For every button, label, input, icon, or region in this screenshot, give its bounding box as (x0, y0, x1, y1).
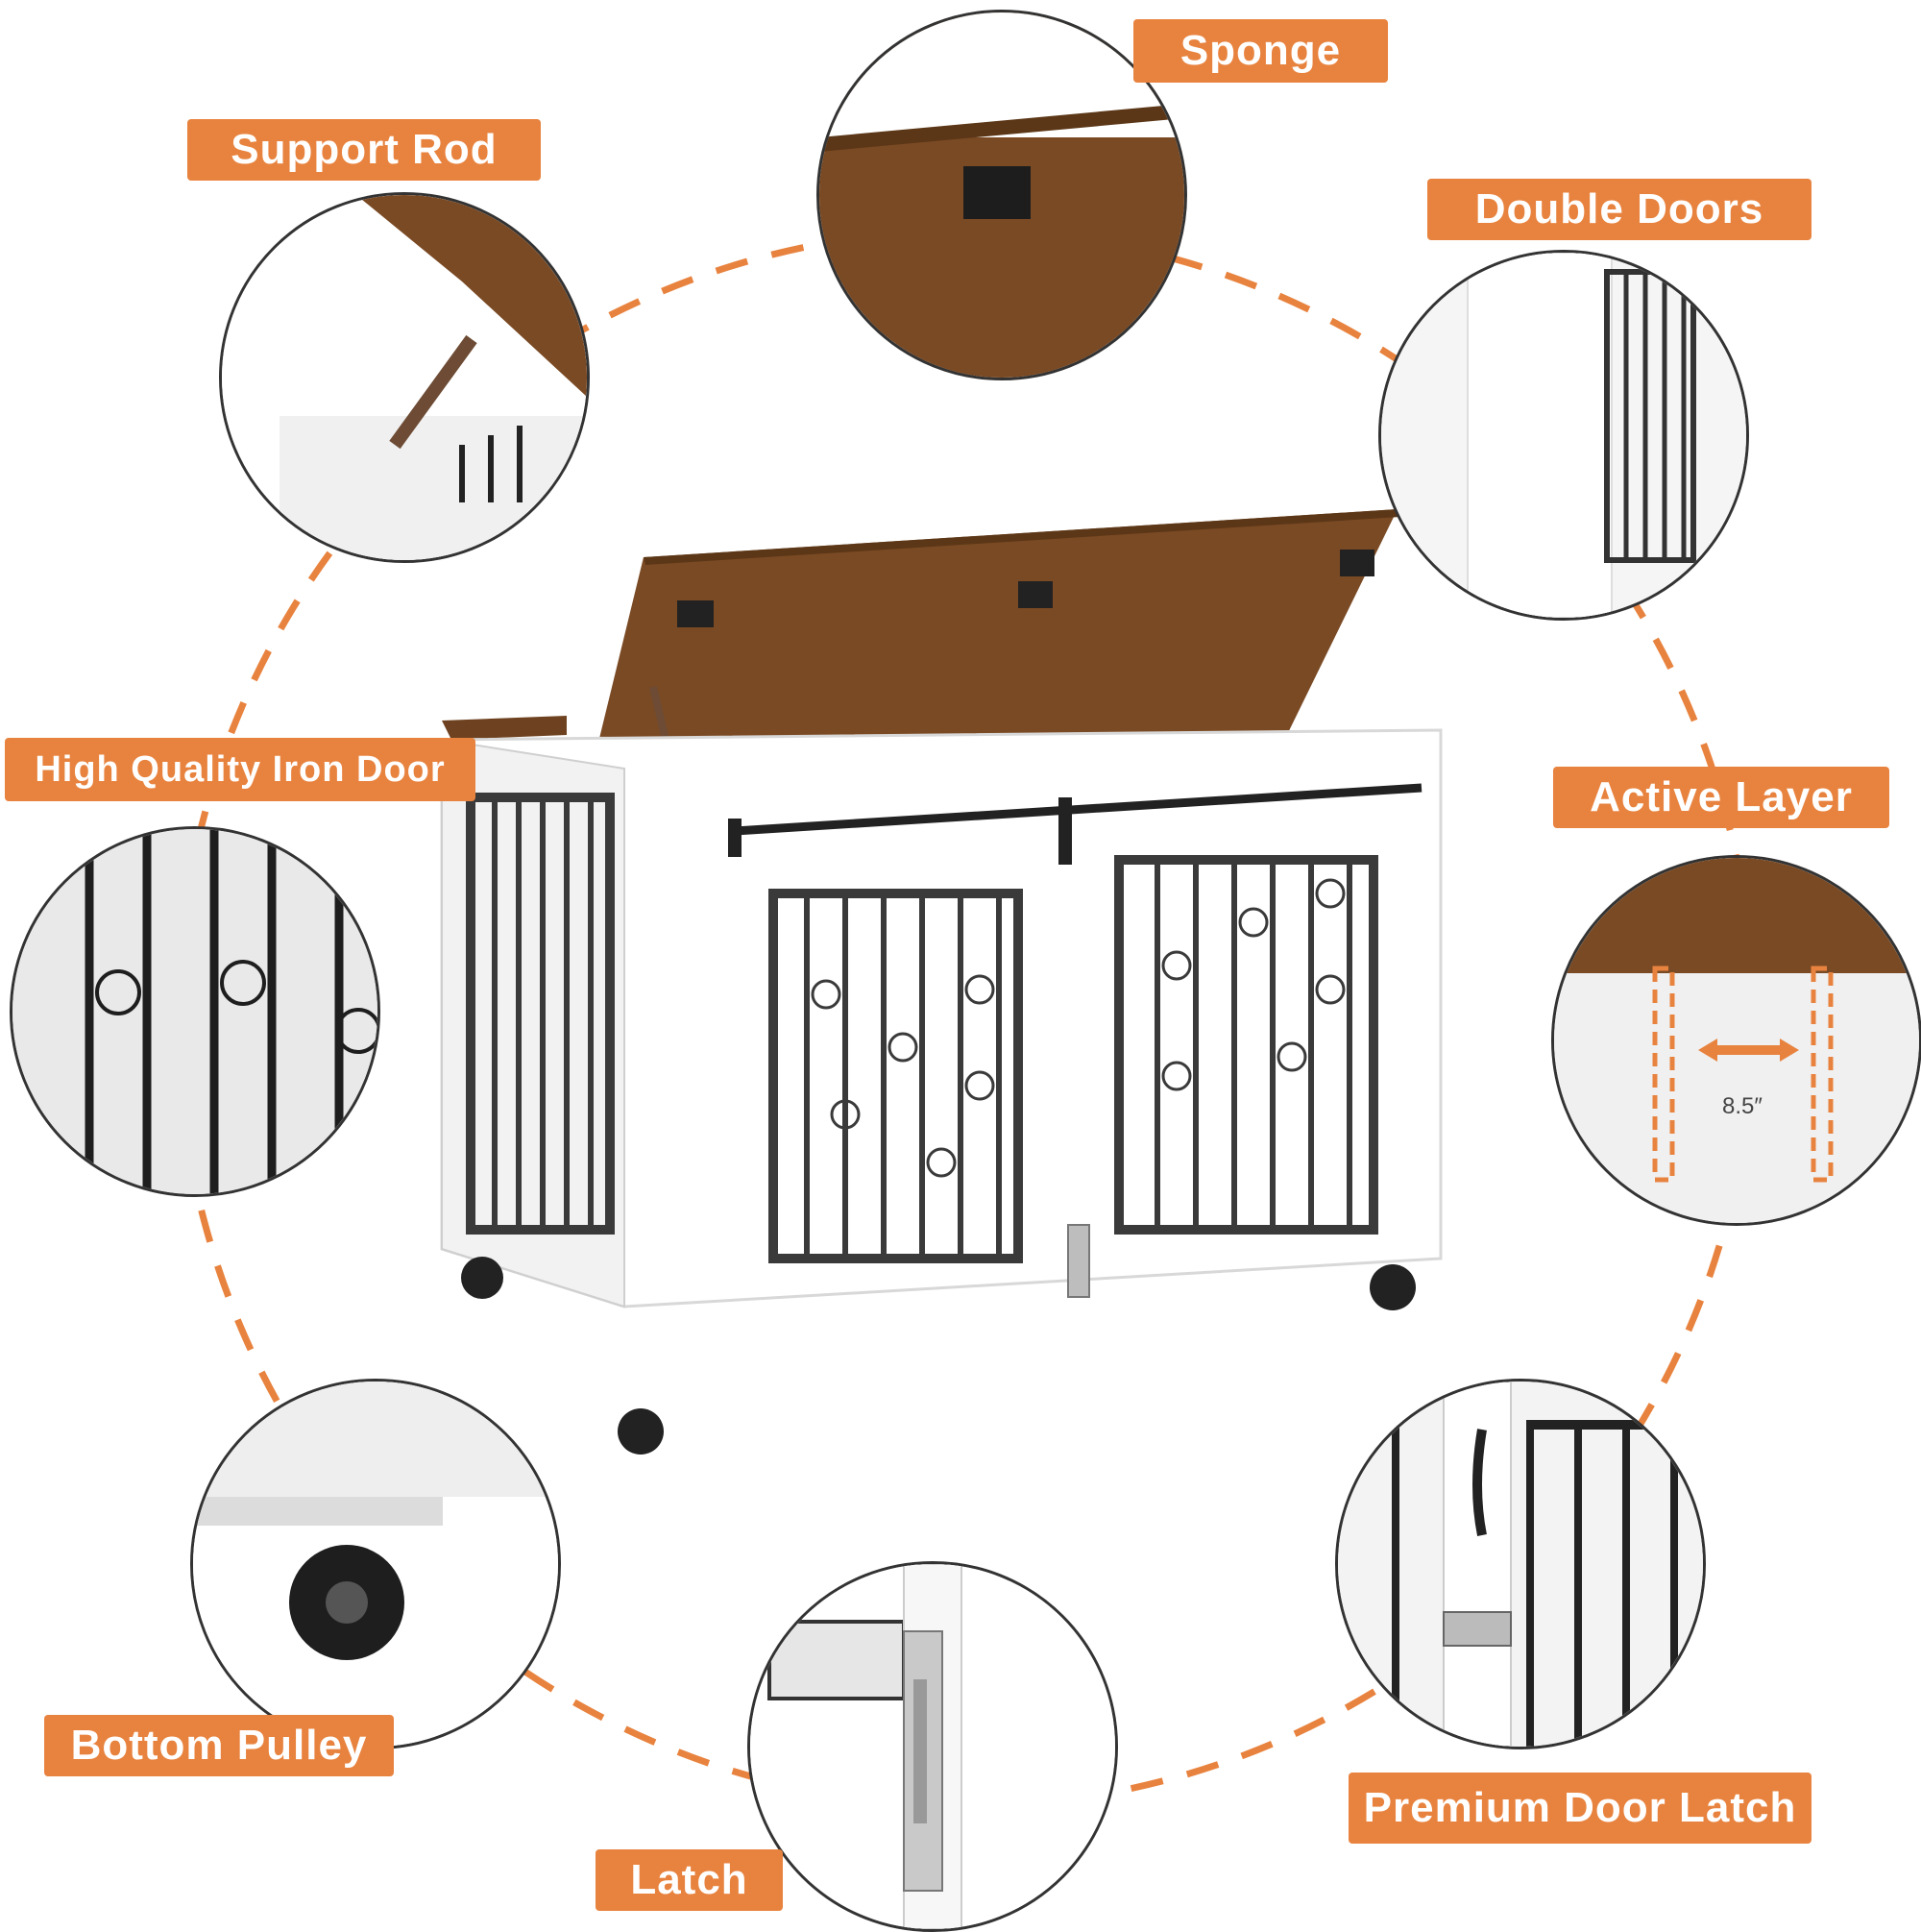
support-rod-label: Support Rod (187, 119, 541, 181)
iron-door-label: High Quality Iron Door (5, 738, 475, 801)
bottom-pulley-label: Bottom Pulley (44, 1715, 394, 1776)
double-doors-detail-image (1378, 250, 1749, 621)
sponge-detail-image (816, 10, 1187, 380)
dog-crate-product-image (440, 509, 1443, 1455)
active-layer-label: Active Layer (1553, 767, 1889, 828)
latch-detail-image (747, 1561, 1118, 1932)
double-doors-label: Double Doors (1427, 179, 1812, 240)
active-layer-detail-image: 8.5″ (1551, 855, 1921, 1226)
premium-door-latch-detail-image (1335, 1379, 1706, 1749)
measurement-text: 8.5″ (1722, 1093, 1763, 1119)
premium-door-latch-label: Premium Door Latch (1349, 1773, 1812, 1844)
latch-label: Latch (596, 1849, 783, 1911)
iron-door-detail-image (10, 826, 380, 1197)
support-rod-detail-image (219, 192, 590, 563)
sponge-label: Sponge (1133, 19, 1388, 83)
bottom-pulley-detail-image (190, 1379, 561, 1749)
